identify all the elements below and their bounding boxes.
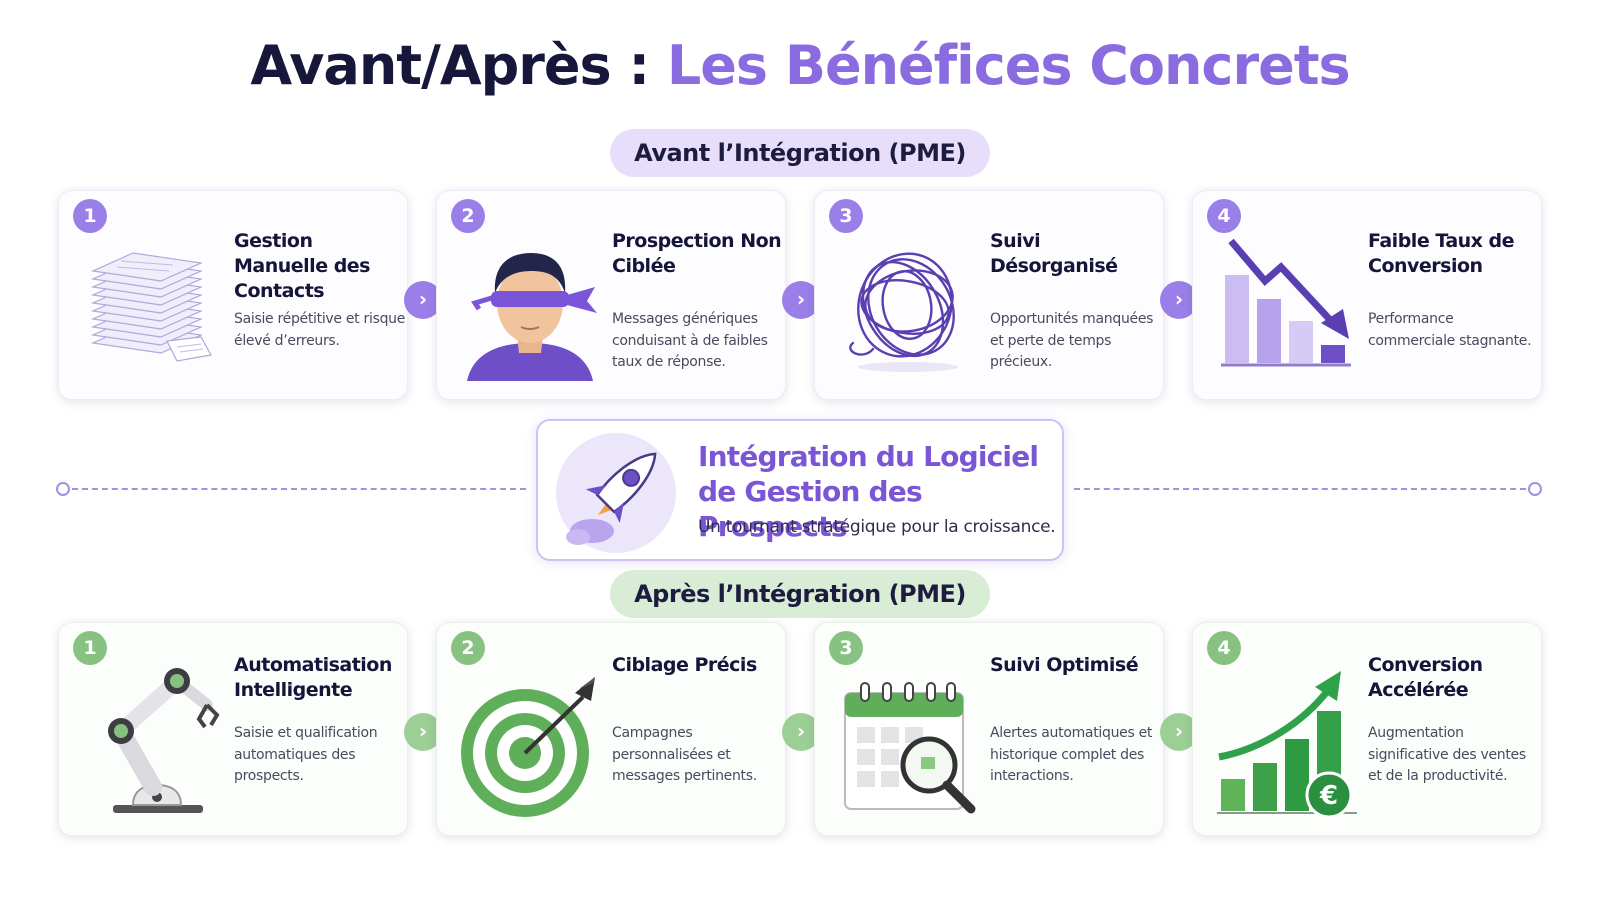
chevron-right-icon: › xyxy=(1160,713,1198,751)
after-section-label: Après l’Intégration (PME) xyxy=(610,570,990,618)
before-card-2: 2 Prospection Non Ciblée Messages généri… xyxy=(436,190,786,400)
before-card-4: 4 Faible Taux de Conversion Performance … xyxy=(1192,190,1542,400)
after-card-4: 4 € Conversion Accélérée Augmentation si… xyxy=(1192,622,1542,836)
step-badge: 1 xyxy=(73,631,107,665)
tangled-scribble-icon xyxy=(849,252,958,372)
step-badge: 2 xyxy=(451,199,485,233)
step-badge: 2 xyxy=(451,631,485,665)
card-description: Campagnes personnalisées et messages per… xyxy=(612,725,757,784)
page-title: Avant/Après : Les Bénéfices Concrets xyxy=(0,34,1600,97)
timeline-dash-right xyxy=(1074,488,1526,490)
card-description: Augmentation significative des ventes et… xyxy=(1368,725,1526,784)
chevron-right-icon: › xyxy=(782,281,820,319)
card-title: Gestion Manuelle des Contacts xyxy=(234,230,371,302)
svg-text:€: € xyxy=(1319,781,1338,811)
step-badge: 4 xyxy=(1207,199,1241,233)
timeline-end-dot xyxy=(1528,482,1542,496)
before-card-1: 1 Gestion Manuelle des Contac xyxy=(58,190,408,400)
card-description: Performance commerciale stagnante. xyxy=(1368,311,1532,349)
integration-subtitle: Un tournant stratégique pour la croissan… xyxy=(698,517,1056,537)
step-badge: 3 xyxy=(829,199,863,233)
title-part-highlight: Les Bénéfices Concrets xyxy=(666,34,1351,97)
chevron-right-icon: › xyxy=(404,713,442,751)
integration-highlight-box: Intégration du Logiciel de Gestion des P… xyxy=(536,419,1064,561)
card-title: Suivi Désorganisé xyxy=(990,230,1118,277)
before-card-3: 3 Suivi Désorganisé Opportunités manquée… xyxy=(814,190,1164,400)
card-description: Opportunités manquées et perte de temps … xyxy=(990,311,1154,370)
after-card-3: 3 Suivi Optimis xyxy=(814,622,1164,836)
card-description: Messages génériques conduisant à de faib… xyxy=(612,311,768,370)
step-badge: 3 xyxy=(829,631,863,665)
card-title: Conversion Accélérée xyxy=(1368,654,1483,701)
card-title: Prospection Non Ciblée xyxy=(612,230,782,277)
paper-stack-icon xyxy=(90,252,212,362)
card-title: Ciblage Précis xyxy=(612,654,757,676)
card-description: Saisie et qualification automatiques des… xyxy=(234,725,378,784)
after-card-2: 2 Ciblage Précis Campagnes personnalisée… xyxy=(436,622,786,836)
chevron-right-icon: › xyxy=(1160,281,1198,319)
rocket-icon xyxy=(556,433,676,553)
card-title: Suivi Optimisé xyxy=(990,654,1139,676)
chevron-right-icon: › xyxy=(404,281,442,319)
step-badge: 1 xyxy=(73,199,107,233)
title-part-before: Avant/Après : xyxy=(250,34,667,97)
before-section-label: Avant l’Intégration (PME) xyxy=(610,129,990,177)
step-badge: 4 xyxy=(1207,631,1241,665)
card-title: Faible Taux de Conversion xyxy=(1368,230,1515,277)
card-title: Automatisation Intelligente xyxy=(234,654,392,701)
card-description: Alertes automatiques et historique compl… xyxy=(990,725,1153,784)
robot-arm-icon xyxy=(108,668,220,813)
integration-title: Intégration du Logiciel de Gestion des P… xyxy=(698,439,1062,544)
integration-title-line1: Intégration du Logiciel xyxy=(698,440,1039,473)
integration-title-line2: de Gestion des Prospects xyxy=(698,475,923,543)
blindfolded-man-icon xyxy=(467,253,597,381)
card-description: Saisie répétitive et risque élevé d’erre… xyxy=(234,311,406,349)
declining-bar-chart-icon xyxy=(1221,238,1351,367)
target-dart-icon xyxy=(461,677,595,817)
timeline-start-dot xyxy=(56,482,70,496)
after-card-1: 1 Automatisation Intelligente Saisie et … xyxy=(58,622,408,836)
timeline-dash-left xyxy=(72,488,526,490)
calendar-magnifier-icon xyxy=(844,682,976,814)
rising-bar-chart-icon: € xyxy=(1217,671,1357,819)
chevron-right-icon: › xyxy=(782,713,820,751)
